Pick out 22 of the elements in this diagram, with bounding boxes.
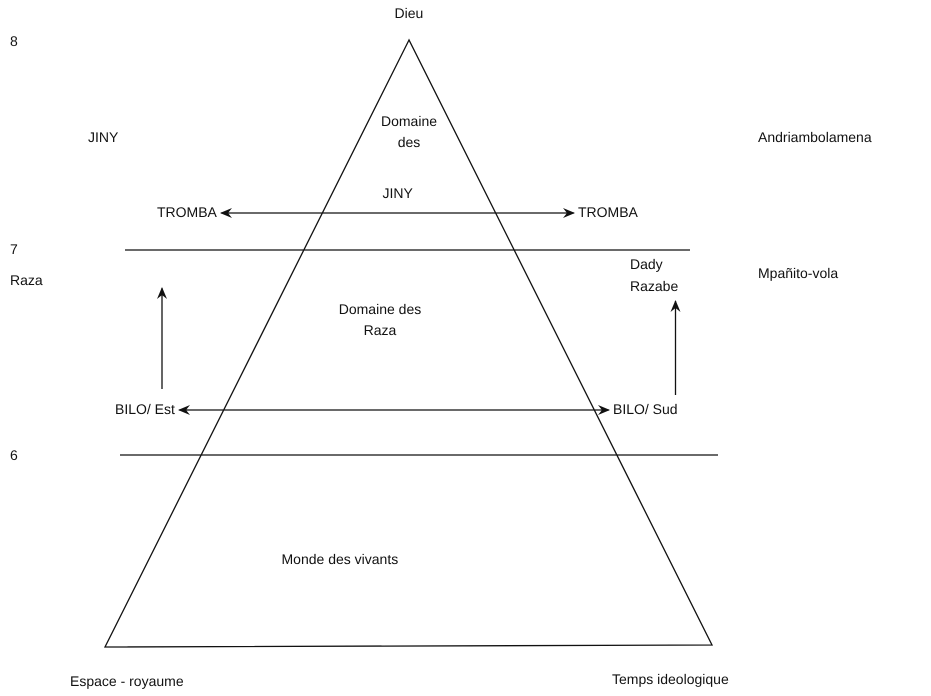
side-label: Mpañito-vola xyxy=(758,264,838,283)
arrow xyxy=(178,405,610,415)
axis-label: Espace - royaume xyxy=(70,672,184,691)
apex-label: Dieu xyxy=(394,4,424,23)
zone-label: JINY xyxy=(88,128,118,147)
arrow xyxy=(157,287,167,389)
level-number: 8 xyxy=(10,32,18,51)
arrow xyxy=(220,208,575,218)
arrow xyxy=(670,300,680,395)
domain-label: Monde des vivants xyxy=(282,550,398,569)
node-label: BILO/ Est xyxy=(115,399,175,421)
level-number: 7 xyxy=(10,240,18,259)
node-label: Dady Razabe xyxy=(630,254,692,298)
level-number: 6 xyxy=(10,446,18,465)
domain-label: Domaine des Raza xyxy=(338,300,422,340)
node-label: TROMBA xyxy=(578,202,638,224)
domain-label: Domaine des xyxy=(380,112,438,152)
node-label: BILO/ Sud xyxy=(613,399,678,421)
axis-label: Temps ideologique xyxy=(612,670,729,689)
node-label: TROMBA xyxy=(157,202,217,224)
side-label: Andriambolamena xyxy=(758,128,872,147)
zone-label: Raza xyxy=(10,271,43,290)
